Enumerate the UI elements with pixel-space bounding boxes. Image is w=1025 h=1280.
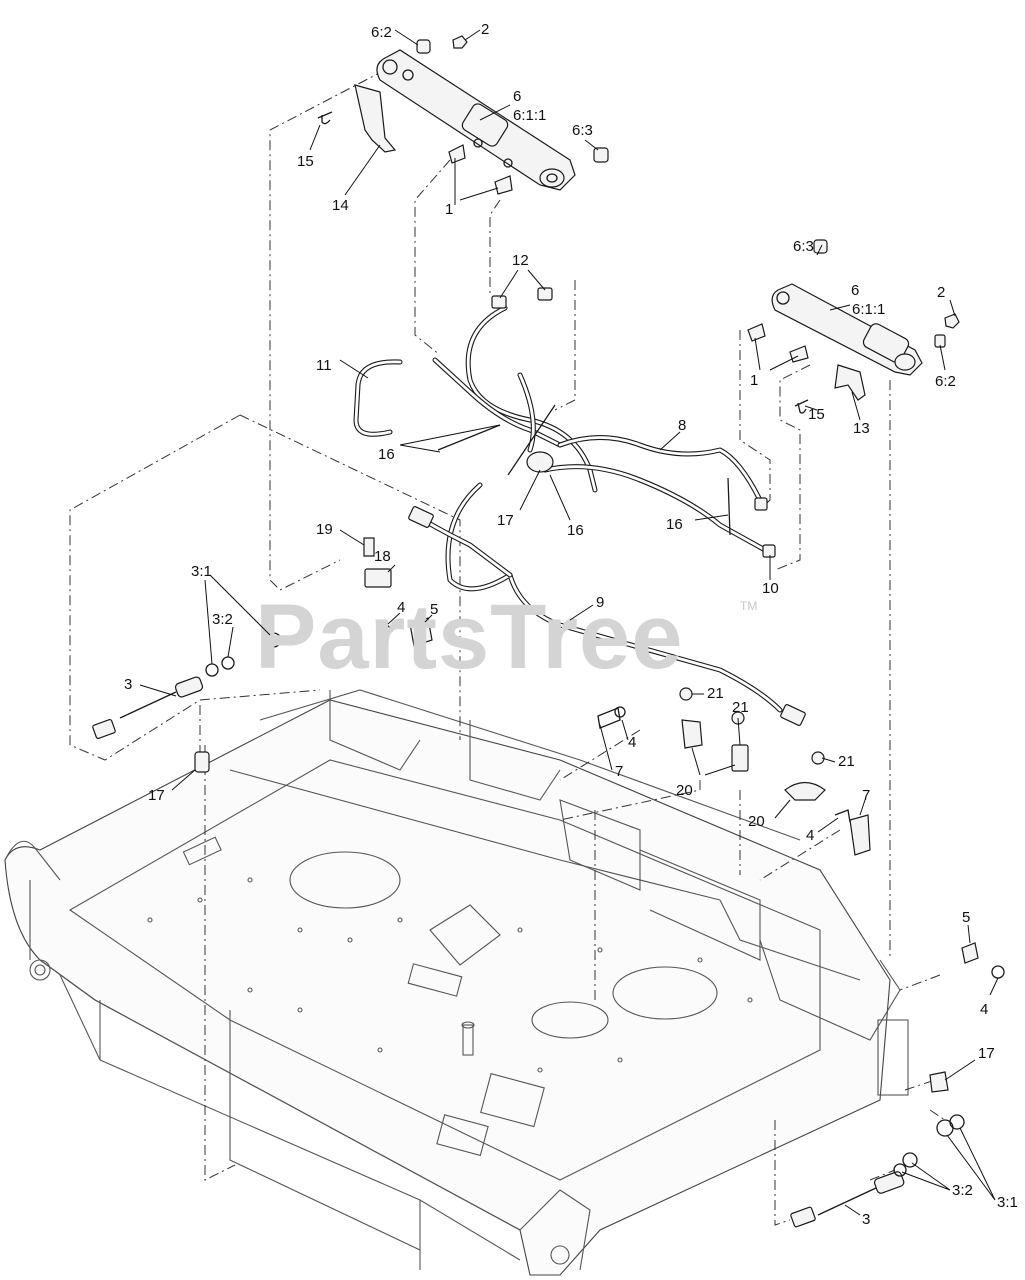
callout-21-right: 21 [838, 753, 855, 770]
callout-6-3-right: 6:3 [793, 238, 814, 255]
callout-6-2-top: 6:2 [371, 24, 392, 41]
callout-19: 19 [316, 521, 333, 538]
callout-16-left: 16 [378, 446, 395, 463]
callout-7-middle: 7 [615, 763, 623, 780]
lift-cylinder-top[interactable] [317, 35, 609, 195]
callout-4-far-right: 4 [980, 1001, 988, 1018]
watermark-trademark: TM [740, 599, 757, 613]
callout-13: 13 [853, 420, 870, 437]
callout-17-right: 17 [978, 1045, 995, 1062]
callout-10: 10 [762, 580, 779, 597]
callout-17-middle: 17 [497, 512, 514, 529]
callout-4-middle: 4 [628, 734, 636, 751]
callout-6-top: 6 [513, 88, 521, 105]
callout-8: 8 [678, 417, 686, 434]
callout-21-top: 21 [707, 685, 724, 702]
callout-6-1-1-top: 6:1:1 [513, 107, 546, 124]
lift-cylinder-right[interactable] [747, 239, 960, 414]
small-parts[interactable] [92, 537, 1005, 1228]
callout-3-1-right: 3:1 [997, 1194, 1018, 1211]
callout-5-right: 5 [962, 909, 970, 926]
callout-16-middle: 16 [567, 522, 584, 539]
hydraulic-hoses[interactable] [353, 287, 806, 726]
callout-1-top: 1 [445, 201, 453, 218]
callout-3-right: 3 [862, 1211, 870, 1228]
callout-6-3-top: 6:3 [572, 122, 593, 139]
callout-6-right: 6 [851, 282, 859, 299]
callout-9: 9 [596, 594, 604, 611]
callout-3-left: 3 [124, 676, 132, 693]
callout-6-2-right: 6:2 [935, 373, 956, 390]
callout-labels: 6:2 2 6 6:1:1 6:3 15 14 1 12 11 6:3 6 6:… [124, 21, 1018, 1228]
callout-15-top: 15 [297, 153, 314, 170]
callout-21-middle: 21 [732, 699, 749, 716]
callout-11: 11 [316, 357, 332, 374]
callout-17-left: 17 [148, 787, 165, 804]
callout-2-right: 2 [937, 284, 945, 301]
callout-16-right: 16 [666, 516, 683, 533]
leader-lines [139, 29, 999, 1216]
callout-1-right: 1 [750, 372, 758, 389]
mower-deck [4, 689, 909, 1276]
callout-2-top: 2 [481, 21, 489, 38]
callout-3-2-left: 3:2 [212, 611, 233, 628]
callout-14: 14 [332, 197, 349, 214]
callout-18: 18 [374, 548, 391, 565]
callout-4-right: 4 [806, 827, 814, 844]
callout-15-right: 15 [808, 406, 825, 423]
watermark-text: PartsTree [255, 586, 683, 688]
callout-4-left: 4 [397, 599, 405, 616]
callout-3-1-left: 3:1 [191, 563, 212, 580]
callout-20-left: 20 [676, 782, 693, 799]
callout-5-left: 5 [430, 601, 438, 618]
callout-3-2-right: 3:2 [952, 1182, 973, 1199]
callout-12: 12 [512, 252, 529, 269]
alignment-lines [69, 69, 946, 1226]
callout-20-right: 20 [748, 813, 765, 830]
callout-7-right: 7 [862, 787, 870, 804]
callout-6-1-1-right: 6:1:1 [852, 301, 885, 318]
